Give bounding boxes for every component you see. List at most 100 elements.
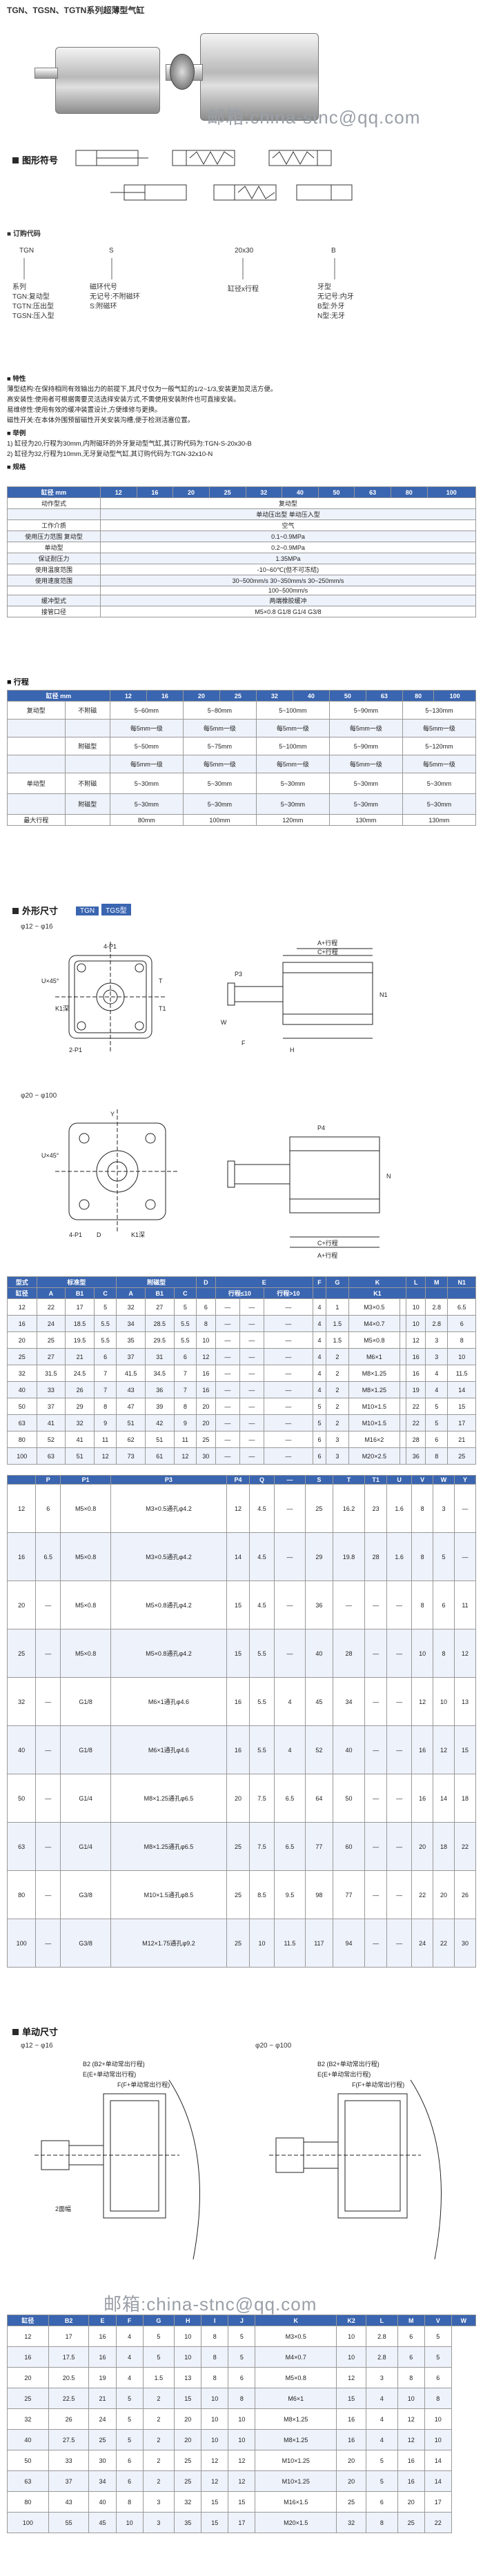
dim-label: W <box>221 1019 227 1026</box>
table-cell: — <box>364 1581 388 1629</box>
table-cell: 21 <box>65 1348 95 1365</box>
table-cell: 15 <box>226 1629 250 1678</box>
table-cell: 30 <box>196 1447 216 1465</box>
table-cell: M8×1.25通孔φ6.5 <box>110 1774 227 1823</box>
table-cell: 2.8 <box>366 2346 398 2368</box>
table-cell: 33 <box>48 2450 90 2471</box>
table-cell: 4 <box>312 1381 327 1398</box>
feature-line: 易维修性:使用有效的缓冲装置设计,方便维修与更换。 <box>7 406 161 414</box>
table-cell: — <box>364 1629 388 1678</box>
table-cell: 6 <box>312 1447 327 1465</box>
range-large: φ20 ~ φ100 <box>21 1092 57 1100</box>
table-cell: — <box>215 1298 240 1316</box>
dim-label: U×45° <box>41 978 59 984</box>
table-cell: 5.5 <box>248 1725 275 1774</box>
table-cell: 25 <box>7 1348 37 1365</box>
table-cell: 77 <box>332 1870 366 1919</box>
table-cell: 17 <box>424 2491 452 2513</box>
table-cell: 25 <box>304 1484 333 1533</box>
table-cell: 12 <box>397 2408 425 2430</box>
table-cell: 22 <box>433 1919 455 1968</box>
table-cell: 16 <box>411 1774 434 1823</box>
table-cell: 4 <box>366 2388 398 2409</box>
table-cell: 10 <box>115 2512 144 2533</box>
table-cell: 11 <box>454 1581 476 1629</box>
table-cell: 15 <box>228 2491 256 2513</box>
table-cell: — <box>386 1725 413 1774</box>
table-cell: 2 <box>326 1381 349 1398</box>
table-cell: — <box>364 1919 388 1968</box>
table-cell: 5 <box>312 1414 327 1431</box>
bore-col: 20 <box>172 486 210 498</box>
table-cell: 55 <box>48 2512 90 2533</box>
table-cell: 5 <box>115 2429 144 2450</box>
feature-line: 薄型结构:在保持相同有效输出力的前提下,其尺寸仅为一般气缸的1/2~1/3,安装… <box>7 386 277 393</box>
code-magnet: S <box>109 247 114 255</box>
table-cell: 51 <box>116 1414 146 1431</box>
product-photos <box>28 26 469 130</box>
bore-col: 16 <box>136 486 174 498</box>
table-cell: 10 <box>336 2346 367 2368</box>
tab-tgn[interactable]: TGN <box>76 906 99 915</box>
table-cell: M6×1 <box>255 2388 337 2409</box>
table-cell: 40 <box>7 1381 37 1398</box>
table-cell: 16 <box>7 1315 37 1332</box>
table-cell: 25 <box>226 1822 250 1871</box>
table-cell: 13 <box>454 1677 476 1726</box>
table-cell <box>400 1447 407 1465</box>
table-cell: 29 <box>65 1398 95 1415</box>
table-cell: 20 <box>196 1398 216 1415</box>
table-cell: M10×1.25 <box>255 2470 337 2492</box>
table-cell: — <box>364 1725 388 1774</box>
table-cell: M5×0.8 <box>60 1629 111 1678</box>
table-cell: 5.5 <box>93 1331 117 1349</box>
table-cell: 13 <box>174 2367 202 2388</box>
table-cell: M8×1.25 <box>255 2408 337 2430</box>
table-cell: 20 <box>174 2408 202 2430</box>
tab-tgs[interactable]: TGS型 <box>101 904 131 915</box>
table-cell: G1/8 <box>60 1725 111 1774</box>
table-cell: 30 <box>454 1919 476 1968</box>
table-cell: 51 <box>144 1431 175 1448</box>
table-cell: M8×1.25 <box>348 1381 401 1398</box>
table-cell: — <box>386 1919 413 1968</box>
dim-label: Y <box>110 1111 115 1118</box>
table-cell: M12×1.75通孔φ9.2 <box>110 1919 227 1968</box>
table-cell: 25 <box>336 2491 367 2513</box>
table-cell: 10 <box>201 2408 229 2430</box>
range-small: φ12 ~ φ16 <box>21 923 53 931</box>
table-cell: 18.5 <box>65 1315 95 1332</box>
table-cell: 9 <box>93 1414 117 1431</box>
table-cell: — <box>35 1870 61 1919</box>
table-cell: 6.5 <box>273 1774 306 1823</box>
table-cell: G3/8 <box>60 1870 111 1919</box>
cylinder-photo-left <box>55 47 160 114</box>
table-cell: 32 <box>65 1414 95 1431</box>
table-cell: 27 <box>36 1348 66 1365</box>
table-cell: 8 <box>201 2367 229 2388</box>
table-cell: 27 <box>144 1298 175 1316</box>
table-cell: — <box>215 1447 240 1465</box>
table-cell: 8 <box>196 1315 216 1332</box>
table-cell: 1.6 <box>386 1532 413 1581</box>
table-cell: G1/4 <box>60 1822 111 1871</box>
table-cell: — <box>239 1315 264 1332</box>
table-cell: 25 <box>36 1331 66 1349</box>
table-cell: 19.8 <box>332 1532 366 1581</box>
bore-col: 12 <box>100 486 137 498</box>
table-cell: 16 <box>406 1348 426 1365</box>
table-cell: 4 <box>312 1331 327 1349</box>
table-cell: 17 <box>48 2326 90 2347</box>
table-cell: 29.5 <box>144 1331 175 1349</box>
table-cell: 41 <box>65 1431 95 1448</box>
table-cell: 12 <box>336 2367 367 2388</box>
table-cell: M3×0.5通孔φ4.2 <box>110 1484 227 1533</box>
table-cell: 4 <box>366 2429 398 2450</box>
